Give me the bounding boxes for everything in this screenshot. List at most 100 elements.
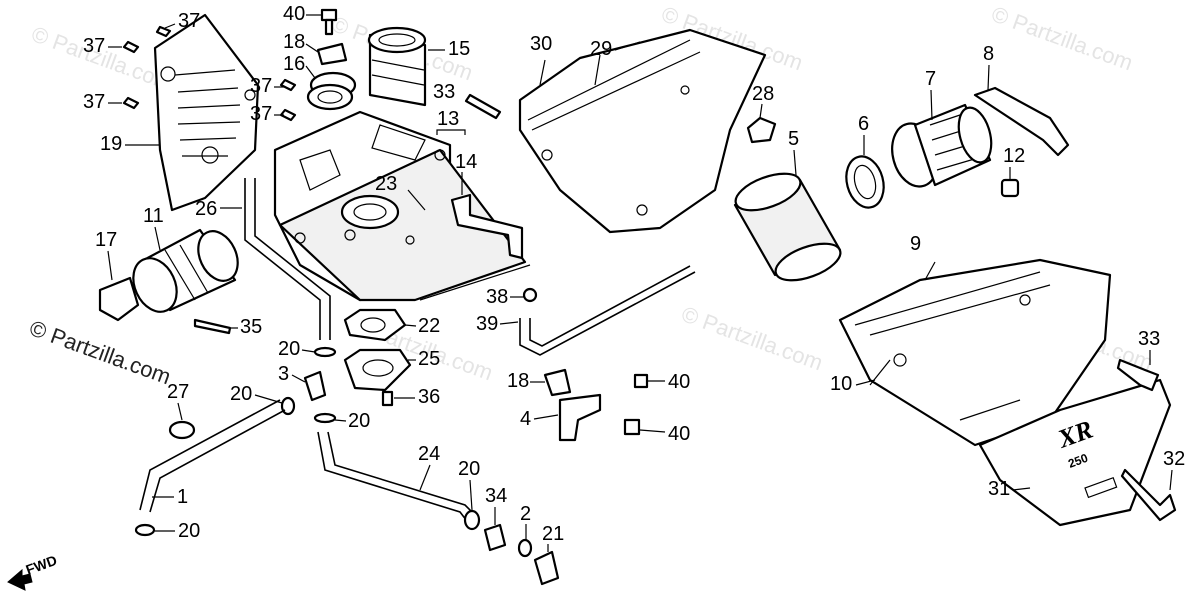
fwd-label: FWD: [24, 552, 59, 578]
flange-25: [343, 348, 412, 392]
leader-lines: [407, 54, 936, 386]
bolt-32: [1120, 468, 1177, 522]
filter-cage-7: [891, 103, 993, 188]
callout-20: 20: [230, 383, 252, 405]
clip-20: [134, 523, 156, 537]
callout-20: 20: [458, 458, 480, 480]
callout-28: 28: [752, 83, 774, 105]
seal-ring-6: [845, 155, 885, 209]
callout-37: 37: [250, 103, 272, 125]
callout-26: 26: [195, 198, 217, 220]
clip-20: [280, 396, 296, 416]
clip-20: [313, 346, 337, 358]
callout-37: 37: [83, 35, 105, 57]
duct-15: [367, 26, 427, 107]
tube-3: [303, 370, 327, 402]
callout-24: 24: [418, 443, 440, 465]
callout-2: 2: [520, 503, 531, 525]
callout-8: 8: [983, 43, 994, 65]
callout-22: 22: [418, 315, 440, 337]
hose-1: [139, 399, 286, 513]
callout-7: 7: [925, 68, 936, 90]
callout-11: 11: [143, 205, 164, 227]
bolt-33: [1116, 358, 1160, 392]
callout-17: 17: [95, 229, 117, 251]
callout-40: 40: [668, 371, 690, 393]
callout-35: 35: [240, 316, 262, 338]
watermark-text: © Partzilla.com: [678, 301, 826, 375]
watermark-text: © Partzilla.com: [28, 21, 176, 95]
callout-20: 20: [278, 338, 300, 360]
callout-29: 29: [590, 38, 612, 60]
bolt-35: [193, 318, 232, 335]
callout-36: 36: [418, 386, 440, 408]
callout-15: 15: [448, 38, 470, 60]
callout-14: 14: [455, 151, 477, 173]
clip-2: [517, 538, 533, 558]
callout-9: 9: [910, 233, 921, 255]
plug-21: [533, 550, 560, 586]
side-cover-9: [838, 258, 1112, 447]
bracket-4: [558, 393, 602, 442]
callout-37: 37: [83, 91, 105, 113]
callout-1: 1: [177, 486, 188, 508]
bracket-14: [450, 193, 524, 260]
hose-26: [244, 178, 331, 340]
callout-5: 5: [788, 128, 799, 150]
callout-33: 33: [1138, 328, 1160, 350]
part-side-plate-19: [153, 13, 260, 212]
watermark-text-dark: © Partzilla.com: [26, 315, 174, 389]
bolts-37: [122, 25, 297, 122]
callout-18: 18: [507, 370, 529, 392]
callout-20: 20: [348, 410, 370, 432]
callout-39: 39: [476, 313, 498, 335]
clip-20: [463, 509, 481, 531]
cover-30: [518, 28, 767, 234]
nut-12: [1000, 178, 1020, 198]
callout-13: 13: [437, 108, 459, 130]
clip-20: [313, 412, 337, 424]
callout-21: 21: [542, 523, 564, 545]
callout-3: 3: [278, 363, 289, 385]
callout-27: 27: [167, 381, 189, 403]
callout-20: 20: [178, 520, 200, 542]
callout-18: 18: [283, 31, 305, 53]
grommet-16: [306, 71, 357, 111]
hose-24: [317, 431, 479, 526]
callout-25: 25: [418, 348, 440, 370]
callout-19: 19: [100, 133, 122, 155]
callout-40: 40: [283, 3, 305, 25]
grommet-28: [746, 116, 777, 144]
callout-16: 16: [283, 53, 305, 75]
callout-4: 4: [520, 408, 531, 430]
callout-33: 33: [433, 81, 455, 103]
strap-8: [973, 86, 1070, 157]
callout-37: 37: [250, 75, 272, 97]
watermark-text: © Partzilla.com: [988, 1, 1136, 75]
callout-labels: 37 37 37 19 40 18 16 37 37 15 33 13 14 2…: [83, 3, 1185, 552]
fitting-34: [483, 523, 507, 552]
callout-32: 32: [1163, 448, 1185, 470]
callout-34: 34: [485, 485, 507, 507]
callout-23: 23: [375, 173, 397, 195]
fitting-36: [381, 390, 394, 407]
callout-40: 40: [668, 423, 690, 445]
clip-38: [522, 287, 538, 303]
bolt-40: [633, 373, 649, 389]
callout-38: 38: [486, 286, 508, 308]
clip-18: [316, 42, 348, 66]
callout-31: 31: [988, 478, 1010, 500]
connecting-tube-11: [132, 228, 239, 313]
clip-18: [543, 368, 572, 397]
callout-6: 6: [858, 113, 869, 135]
air-cleaner-case-13: [273, 110, 527, 302]
callout-10: 10: [830, 373, 852, 395]
callout-30: 30: [530, 33, 552, 55]
bolt-40: [623, 418, 641, 436]
air-filter-element-5: [733, 172, 842, 282]
callout-12: 12: [1003, 145, 1025, 167]
clamp-17: [98, 276, 140, 322]
hose-39: [519, 265, 696, 356]
callout-37: 37: [178, 10, 200, 32]
